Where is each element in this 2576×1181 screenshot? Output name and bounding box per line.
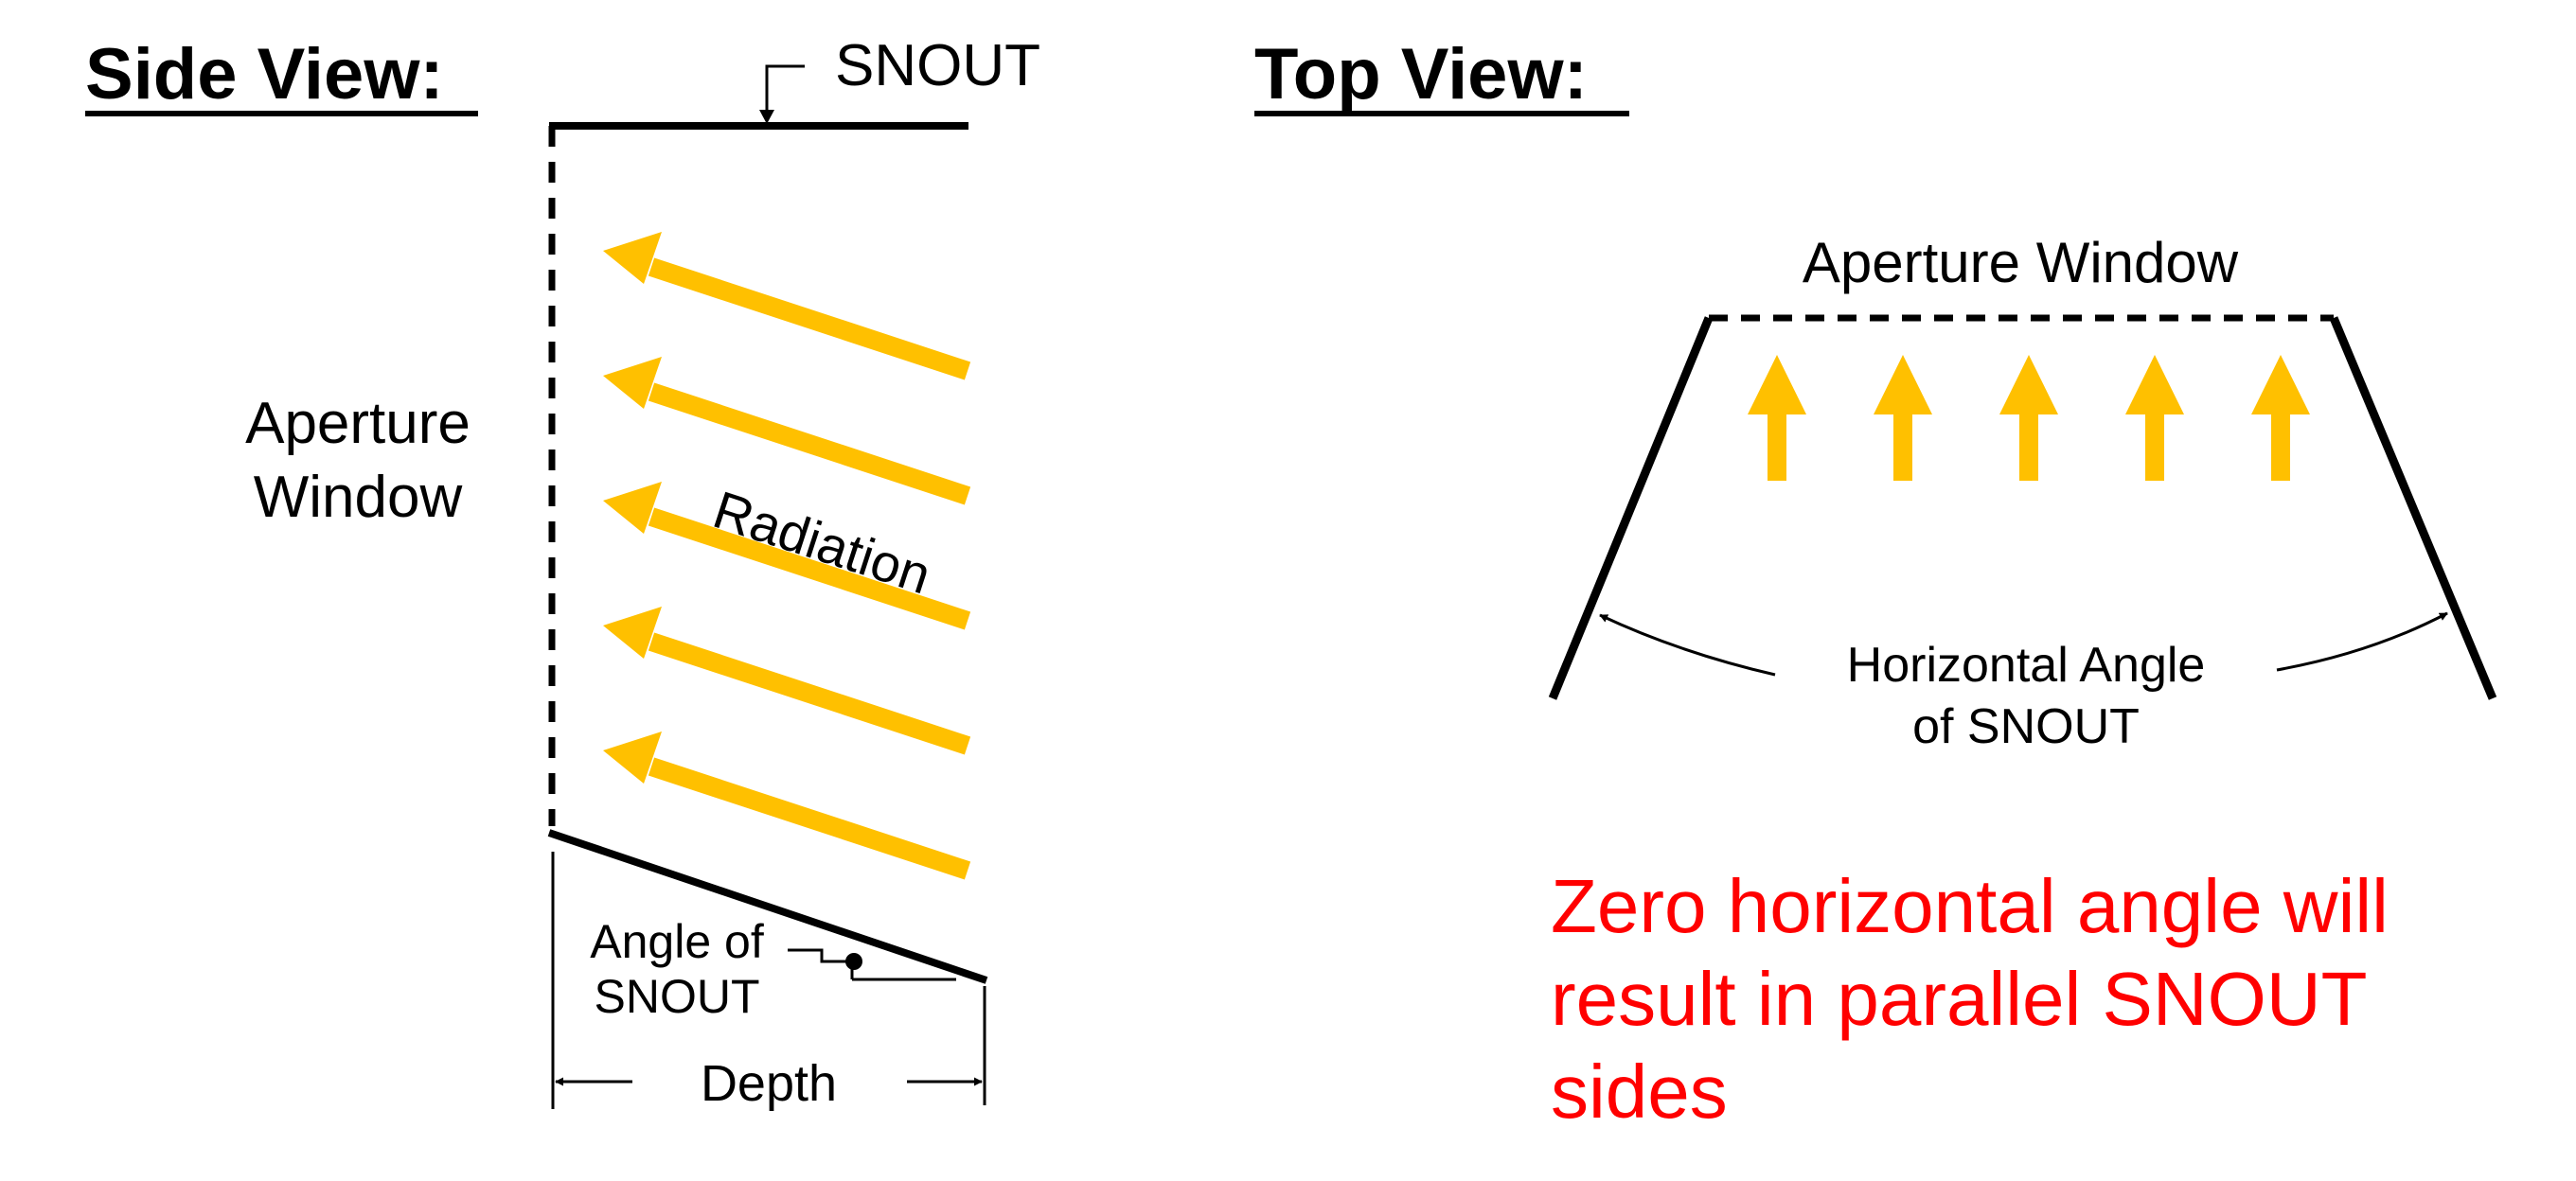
top-radiation-arrow-4	[2125, 355, 2184, 481]
top-view-heading: Top View:	[1254, 34, 1588, 115]
angle-vertex-dot	[845, 953, 862, 970]
radiation-arrow-1	[603, 232, 971, 380]
radiation-arrow-3	[603, 482, 971, 630]
top-aperture-label: Aperture Window	[1803, 231, 2239, 294]
parallel-sides-note: Zero horizontal angle will result in par…	[1551, 864, 2389, 1134]
side-view-heading: Side View:	[85, 34, 444, 115]
angle-label-line2: SNOUT	[595, 970, 760, 1023]
note-line-2: result in parallel SNOUT	[1551, 957, 2368, 1041]
snout-leader-arrowhead	[759, 110, 774, 124]
depth-label: Depth	[701, 1055, 837, 1112]
horizontal-angle-label-line1: Horizontal Angle	[1847, 638, 2206, 693]
radiation-arrows	[603, 232, 971, 880]
horizontal-angle-arc-right	[2276, 611, 2448, 672]
top-radiation-arrow-1	[1748, 355, 1806, 481]
snout-leader	[765, 64, 805, 121]
radiation-arrow-2	[603, 357, 971, 505]
snout-left-side	[1548, 316, 1714, 700]
horizontal-angle-label-line2: of SNOUT	[1912, 699, 2140, 754]
angle-label-line1: Angle of	[590, 915, 764, 968]
note-line-1: Zero horizontal angle will	[1551, 864, 2389, 948]
top-radiation-arrows	[1748, 355, 2310, 481]
horizontal-angle-arc-left	[1599, 613, 1776, 677]
snout-right-side	[2329, 316, 2497, 700]
top-radiation-arrow-5	[2251, 355, 2310, 481]
top-radiation-arrow-2	[1874, 355, 1932, 481]
radiation-label: Radiation	[706, 479, 937, 605]
angle-leader	[788, 948, 852, 963]
side-aperture-label-line2: Window	[254, 465, 463, 530]
side-aperture-label-line1: Aperture	[245, 391, 471, 456]
note-line-3: sides	[1551, 1049, 1728, 1134]
radiation-arrow-4	[603, 607, 971, 755]
snout-label: SNOUT	[835, 33, 1040, 98]
radiation-arrow-5	[603, 732, 971, 880]
top-radiation-arrow-3	[1999, 355, 2058, 481]
snout-bottom-wall	[547, 829, 988, 984]
